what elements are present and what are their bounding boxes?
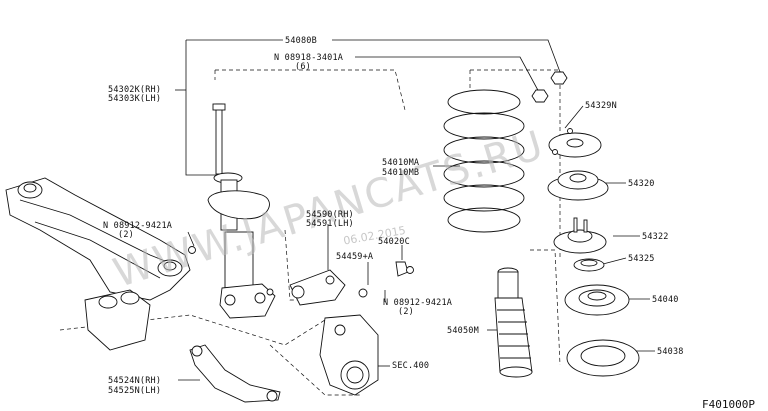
bump-boot [494, 267, 533, 378]
label-54303k: 54303K(LH) [108, 94, 161, 104]
subframe-assembly [5, 177, 196, 351]
label-54038: 54038 [657, 347, 684, 357]
label-08918: N 08918-3401A [274, 53, 343, 63]
label-54320: 54320 [628, 179, 655, 189]
label-08912-right-qty: (2) [398, 307, 414, 317]
label-54325: 54325 [628, 254, 655, 264]
label-54322: 54322 [642, 232, 669, 242]
label-08912-left: N 08912-9421A [103, 221, 172, 231]
label-54591: 54591(LH) [306, 219, 354, 229]
part-labels: 54080B N 08918-3401A (6) 54302K(RH) 5430… [103, 36, 684, 396]
label-54010ma: 54010MA [382, 158, 419, 168]
label-54302k: 54302K(RH) [108, 85, 161, 95]
label-54080b: 54080B [285, 36, 317, 46]
mount-stack [531, 71, 640, 377]
label-08912-left-qty: (2) [118, 230, 134, 240]
label-08918-qty: (6) [295, 62, 311, 72]
label-54524n: 54524N(RH) [108, 376, 161, 386]
label-54050m: 54050M [447, 326, 479, 336]
knuckle-and-link [289, 261, 414, 396]
label-54525n: 54525N(LH) [108, 386, 161, 396]
label-sec400: SEC.400 [392, 361, 429, 371]
label-54010mb: 54010MB [382, 168, 419, 178]
label-08912-right: N 08912-9421A [383, 298, 452, 308]
coil-spring [443, 89, 525, 233]
strut-assembly [207, 103, 276, 319]
lower-arm [189, 344, 281, 403]
label-54040: 54040 [652, 295, 679, 305]
label-54459: 54459+A [336, 252, 373, 262]
label-54020c: 54020C [378, 237, 410, 247]
label-54590: 54590(RH) [306, 210, 354, 220]
drawing-code: F401000P [702, 398, 755, 411]
label-54329n: 54329N [585, 101, 617, 111]
leader-lines [59, 39, 655, 396]
